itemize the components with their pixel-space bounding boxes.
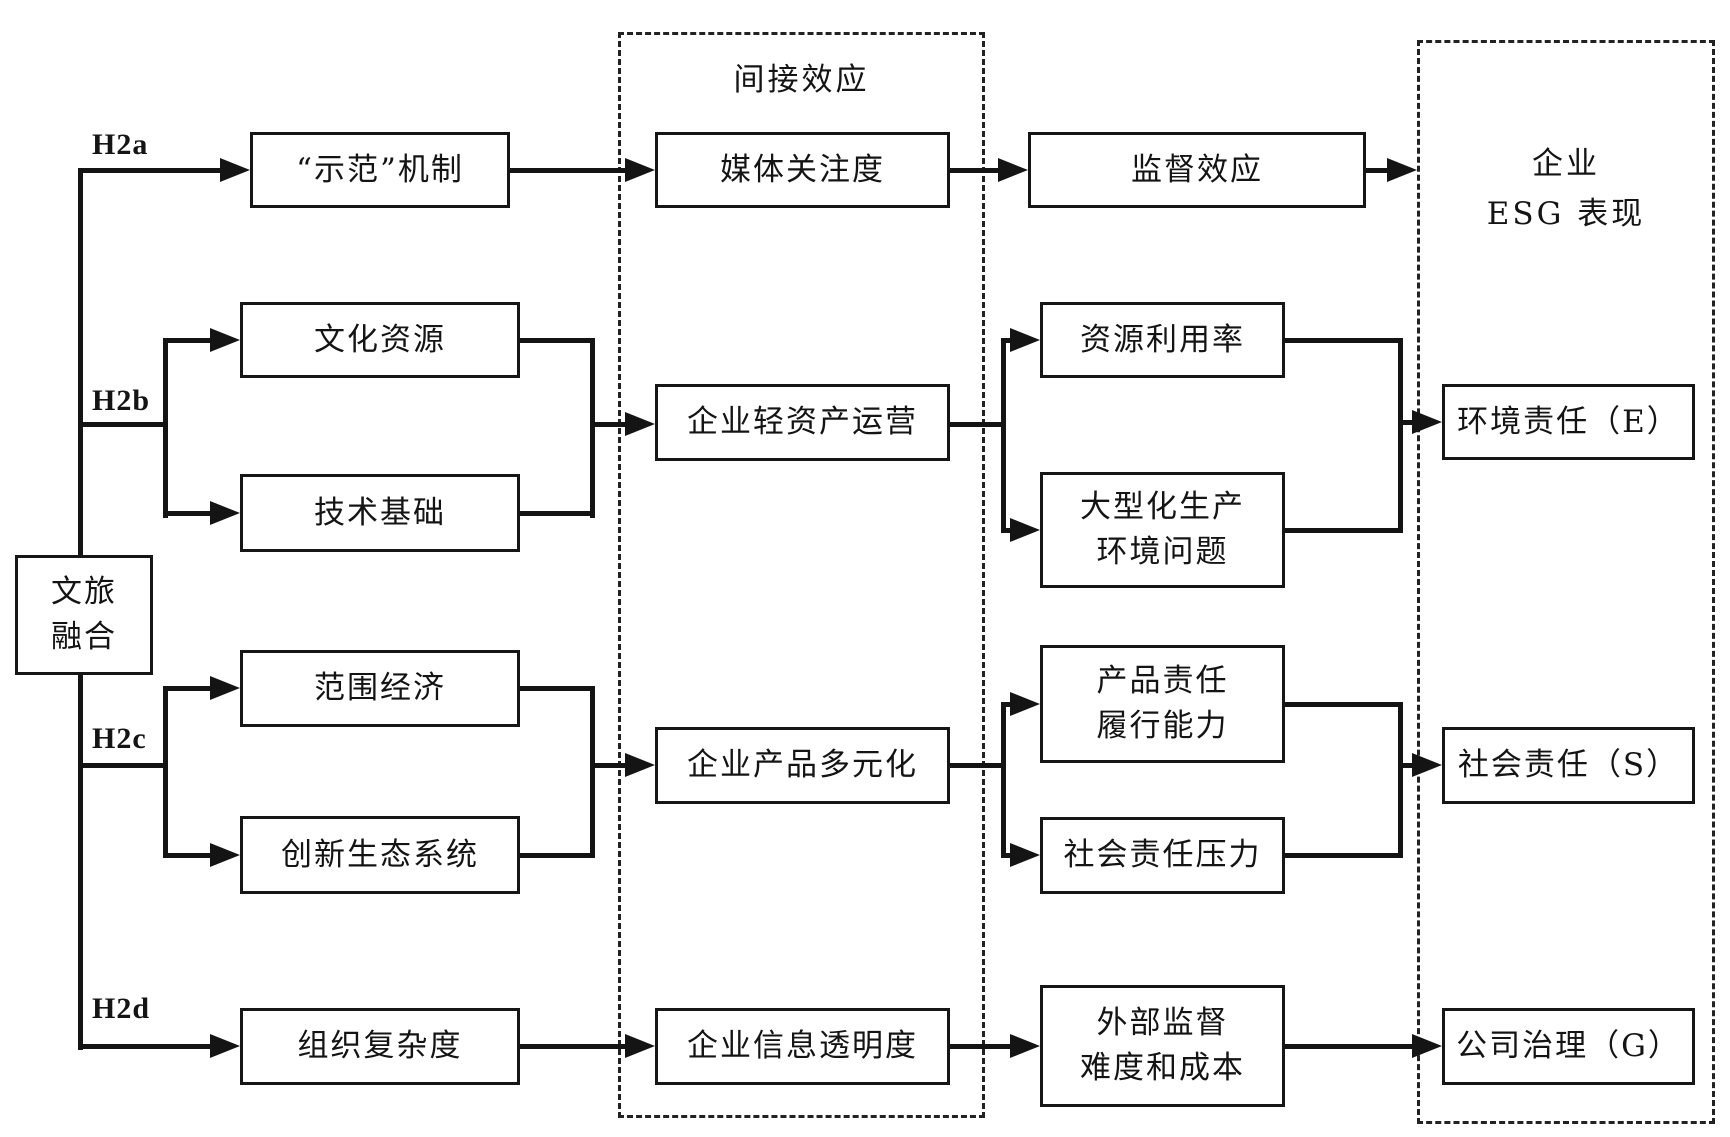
arrowhead-icon — [210, 501, 240, 525]
connector-light-asset-out — [950, 422, 1006, 427]
connector-h2c-bracket — [163, 686, 168, 858]
arrowhead-icon — [210, 843, 240, 867]
node-social-responsibility-pressure: 社会责任压力 — [1040, 817, 1285, 894]
node-organizational-complexity: 组织复杂度 — [240, 1008, 520, 1085]
connector-media-to-supervision — [950, 168, 998, 173]
hypothesis-label-h2b: H2b — [92, 384, 151, 417]
connector-merge-bracket-row3-left — [590, 686, 595, 858]
arrowhead-icon — [1412, 753, 1442, 777]
arrowhead-icon — [1412, 410, 1442, 434]
connector-h2a — [78, 168, 220, 173]
node-large-scale-production-env-problem: 大型化生产 环境问题 — [1040, 472, 1285, 588]
node-supervision-effect: 监督效应 — [1028, 132, 1366, 208]
connector-supervision-to-esg — [1366, 168, 1387, 173]
arrowhead-icon — [1010, 843, 1040, 867]
connector-to-light-asset — [590, 422, 625, 427]
esg-performance-title: 企业 ESG 表现 — [1486, 146, 1646, 232]
node-cultural-resources: 文化资源 — [240, 302, 520, 378]
connector-social-pressure-out — [1285, 853, 1403, 858]
connector-h2c — [78, 763, 168, 768]
connector-to-product-responsibility — [1001, 702, 1013, 707]
arrowhead-icon — [998, 158, 1028, 182]
indirect-effect-container — [618, 32, 985, 1118]
arrowhead-icon — [625, 412, 655, 436]
node-technology-foundation: 技术基础 — [240, 474, 520, 552]
arrowhead-icon — [1412, 1034, 1442, 1058]
node-light-asset-operation: 企业轻资产运营 — [655, 384, 950, 461]
connector-to-corporate-governance — [1285, 1044, 1412, 1049]
node-environmental-responsibility-e: 环境责任（E） — [1442, 384, 1695, 460]
connector-h2b — [78, 422, 168, 427]
connector-trunk-bottom — [78, 675, 83, 1050]
connector-transparency-to-supervision-cost — [950, 1044, 1010, 1049]
connector-complexity-to-transparency — [520, 1044, 625, 1049]
node-culture-tourism-integration: 文旅 融合 — [15, 555, 153, 675]
arrowhead-icon — [220, 158, 250, 182]
node-information-transparency: 企业信息透明度 — [655, 1008, 950, 1085]
node-resource-utilization: 资源利用率 — [1040, 302, 1285, 378]
connector-split-bracket-row2 — [1001, 338, 1006, 533]
node-product-diversification: 企业产品多元化 — [655, 727, 950, 804]
connector-to-cultural-resources — [163, 338, 210, 343]
hypothesis-label-h2c: H2c — [92, 722, 147, 755]
arrowhead-icon — [210, 328, 240, 352]
connector-to-social-responsibility — [1398, 763, 1412, 768]
arrowhead-icon — [625, 158, 655, 182]
indirect-effect-title: 间接效应 — [733, 62, 870, 98]
node-scope-economy: 范围经济 — [240, 650, 520, 727]
node-social-responsibility-s: 社会责任（S） — [1442, 727, 1695, 804]
arrowhead-icon — [625, 753, 655, 777]
esg-performance-container — [1417, 40, 1715, 1124]
connector-to-innovation-ecosystem — [163, 853, 210, 858]
connector-demo-to-media — [510, 168, 625, 173]
arrowhead-icon — [1010, 518, 1040, 542]
node-media-attention: 媒体关注度 — [655, 132, 950, 208]
connector-tech-out — [520, 511, 595, 516]
node-external-supervision-difficulty-cost: 外部监督 难度和成本 — [1040, 985, 1285, 1107]
connector-to-social-pressure — [1001, 853, 1013, 858]
connector-to-large-scale — [1001, 528, 1013, 533]
arrowhead-icon — [1010, 328, 1040, 352]
connector-h2b-bracket — [163, 338, 168, 518]
node-corporate-governance-g: 公司治理（G） — [1442, 1008, 1695, 1085]
arrowhead-icon — [1387, 158, 1417, 182]
connector-cultural-out — [520, 338, 595, 343]
connector-to-env-responsibility — [1398, 420, 1412, 425]
connector-split-bracket-row3 — [1001, 702, 1006, 858]
hypothesis-label-h2d: H2d — [92, 992, 151, 1025]
node-innovation-ecosystem: 创新生态系统 — [240, 816, 520, 894]
connector-large-scale-out — [1285, 528, 1403, 533]
connector-product-resp-out — [1285, 702, 1403, 707]
node-product-responsibility-capability: 产品责任 履行能力 — [1040, 645, 1285, 763]
connector-merge-bracket-row3-right — [1398, 702, 1403, 858]
arrowhead-icon — [625, 1034, 655, 1058]
connector-merge-bracket-row2-left — [590, 338, 595, 518]
connector-to-product-diversification — [590, 763, 625, 768]
connector-diversification-out — [950, 763, 1006, 768]
connector-to-resource-utilization — [1001, 338, 1013, 343]
node-demonstration-mechanism: “示范”机制 — [250, 132, 510, 208]
connector-scope-out — [520, 686, 595, 691]
connector-h2d — [78, 1044, 210, 1049]
arrowhead-icon — [210, 676, 240, 700]
connector-resource-out — [1285, 338, 1403, 343]
hypothesis-label-h2a: H2a — [92, 128, 149, 161]
arrowhead-icon — [1010, 1034, 1040, 1058]
connector-merge-bracket-row2-right — [1398, 338, 1403, 533]
arrowhead-icon — [210, 1034, 240, 1058]
connector-to-scope-economy — [163, 686, 210, 691]
connector-innovation-out — [520, 853, 595, 858]
connector-trunk-top — [78, 168, 83, 555]
arrowhead-icon — [1010, 692, 1040, 716]
connector-to-tech-foundation — [163, 511, 210, 516]
